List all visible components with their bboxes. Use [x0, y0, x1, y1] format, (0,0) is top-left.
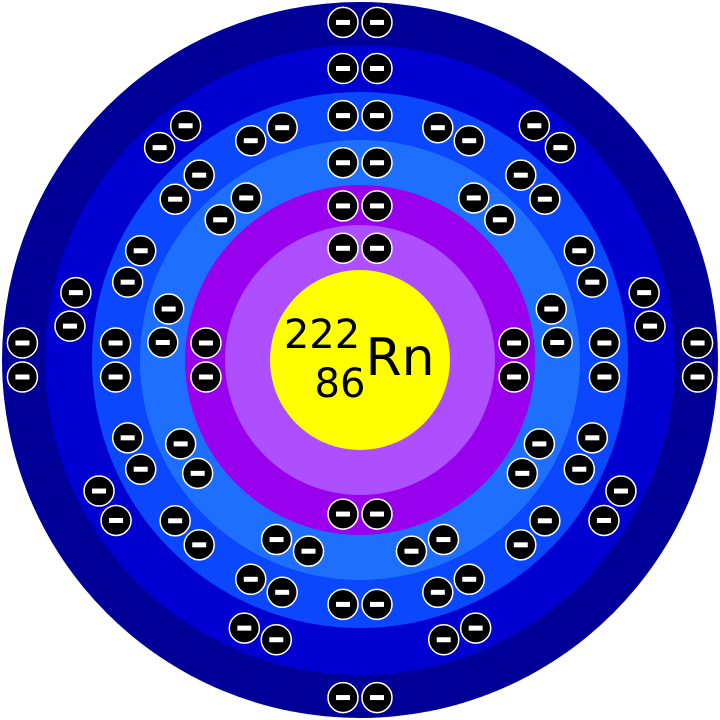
electron-minus-icon [327, 6, 359, 39]
electron-minus-icon [484, 204, 516, 236]
electron-minus-icon [459, 612, 492, 644]
electron-minus-icon [505, 159, 537, 191]
nucleus: 222 86 Rn [270, 270, 450, 450]
electron-minus-icon [422, 576, 454, 609]
electron-minus-icon [266, 576, 298, 609]
electron-minus-icon [235, 563, 267, 596]
electron-minus-icon [453, 124, 485, 157]
electron-minus-icon [563, 453, 596, 485]
electron-minus-icon [169, 110, 202, 142]
nucleus-circle [270, 270, 450, 450]
electron-minus-icon [181, 457, 214, 490]
electron-minus-icon [143, 131, 176, 164]
electron-minus-icon [505, 529, 537, 561]
electron-minus-icon [327, 681, 359, 714]
electron-minus-icon [111, 422, 144, 454]
electron-minus-icon [159, 183, 191, 215]
electron-minus-icon [563, 235, 596, 267]
electron-minus-icon [361, 99, 393, 132]
electron-minus-icon [361, 588, 393, 621]
electron-minus-icon [361, 498, 393, 530]
electron-minus-icon [124, 453, 157, 485]
electron-minus-icon [230, 182, 262, 214]
electron-minus-icon [576, 422, 609, 454]
electron-minus-icon [327, 588, 359, 621]
electron-minus-icon [498, 327, 530, 359]
electron-minus-icon [292, 535, 325, 567]
electron-minus-icon [99, 327, 132, 359]
electron-minus-icon [204, 204, 236, 236]
mass-number: 222 [284, 312, 360, 358]
electron-minus-icon [506, 457, 539, 490]
electron-minus-icon [588, 327, 621, 359]
electron-minus-icon [422, 111, 454, 144]
electron-minus-icon [427, 523, 460, 556]
electron-minus-icon [235, 124, 267, 157]
electron-minus-icon [266, 111, 298, 144]
electron-minus-icon [6, 327, 39, 359]
electron-minus-icon [327, 99, 359, 132]
electron-minus-icon [327, 232, 359, 265]
electron-minus-icon [183, 159, 215, 191]
electron-minus-icon [99, 361, 132, 393]
element-symbol: Rn [365, 328, 434, 388]
electron-minus-icon [576, 266, 609, 298]
electron-minus-icon [361, 146, 393, 179]
electron-minus-icon [228, 612, 261, 644]
electron-minus-icon [260, 523, 293, 556]
electron-minus-icon [628, 276, 660, 309]
electron-minus-icon [588, 361, 621, 393]
electron-minus-icon [327, 190, 359, 222]
electron-minus-icon [54, 310, 86, 342]
electron-minus-icon [681, 361, 714, 393]
electron-minus-icon [427, 623, 460, 656]
electron-minus-icon [83, 475, 115, 507]
electron-minus-icon [588, 504, 620, 537]
electrons [6, 6, 714, 714]
electron-minus-icon [327, 498, 359, 530]
electron-minus-icon [327, 52, 359, 85]
electron-minus-icon [544, 131, 577, 164]
electron-minus-icon [518, 110, 551, 142]
electron-minus-icon [361, 190, 393, 222]
electron-minus-icon [453, 563, 485, 596]
electron-minus-icon [395, 535, 428, 567]
electron-minus-icon [100, 504, 132, 537]
electron-minus-icon [60, 276, 92, 309]
electron-minus-icon [523, 428, 556, 460]
electron-minus-icon [152, 293, 185, 325]
electron-minus-icon [147, 326, 179, 359]
electron-minus-icon [605, 475, 637, 507]
electron-minus-icon [634, 310, 666, 342]
electron-minus-icon [190, 327, 222, 359]
electron-minus-icon [190, 361, 222, 393]
electron-minus-icon [183, 529, 215, 561]
electron-minus-icon [498, 361, 530, 393]
electron-minus-icon [6, 361, 39, 393]
electron-minus-icon [159, 505, 191, 537]
electron-minus-icon [535, 293, 568, 325]
electron-minus-icon [124, 235, 157, 267]
electron-minus-icon [327, 146, 359, 179]
electron-minus-icon [361, 232, 393, 265]
electron-minus-icon [361, 681, 393, 714]
electron-minus-icon [529, 505, 561, 537]
electron-minus-icon [541, 326, 573, 359]
electron-minus-icon [361, 6, 393, 39]
electron-minus-icon [681, 327, 714, 359]
electron-minus-icon [361, 52, 393, 85]
electron-minus-icon [458, 182, 490, 214]
electron-minus-icon [529, 183, 561, 215]
electron-minus-icon [111, 266, 144, 298]
electron-minus-icon [164, 428, 197, 460]
electron-minus-icon [260, 623, 293, 656]
atomic-number: 86 [315, 361, 366, 407]
